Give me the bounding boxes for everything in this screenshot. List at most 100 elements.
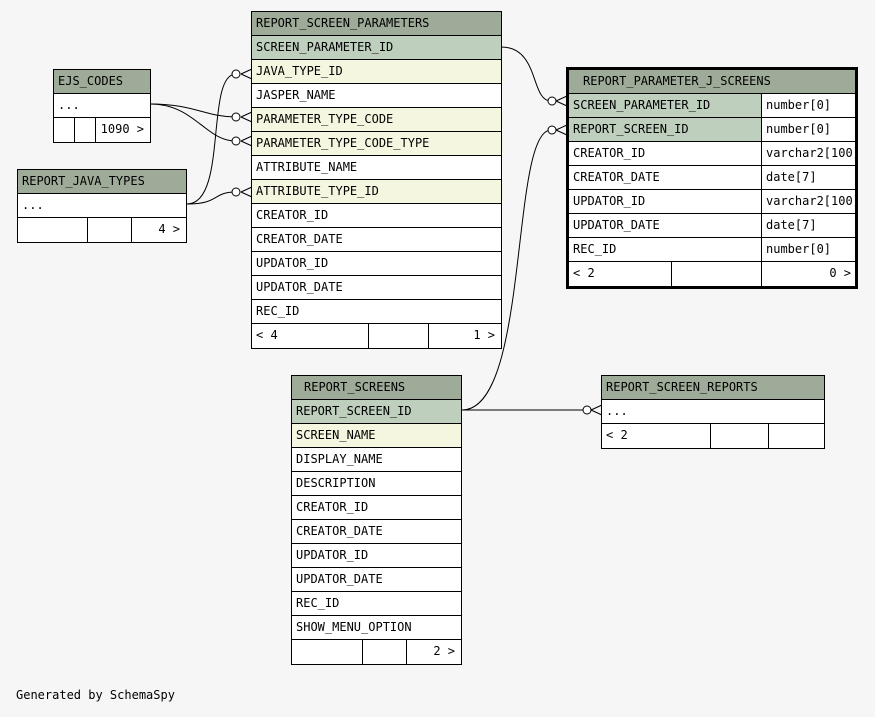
column-type: number[0] [761, 118, 855, 141]
column-name: UPDATOR_DATE [296, 572, 383, 586]
table-name: REPORT_JAVA_TYPES [22, 174, 145, 188]
column-name: SCREEN_PARAMETER_ID [569, 94, 761, 117]
column-row[interactable]: CREATOR_ID [252, 204, 501, 228]
children-count[interactable]: 2 > [406, 640, 461, 664]
footer-middle [74, 118, 95, 142]
column-row[interactable]: UPDATOR_DATE [292, 568, 461, 592]
column-row[interactable]: CREATOR_DATE [292, 520, 461, 544]
table-footer: 4 > [18, 218, 186, 242]
column-type: date[7] [761, 166, 855, 189]
column-row[interactable]: ATTRIBUTE_NAME [252, 156, 501, 180]
column-row[interactable]: ... [54, 94, 150, 118]
column-name: SCREEN_NAME [296, 428, 376, 442]
column-row[interactable]: PARAMETER_TYPE_CODE_TYPE [252, 132, 501, 156]
column-row[interactable]: UPDATOR_DATE [252, 276, 501, 300]
column-row[interactable]: CREATOR_ID [292, 496, 461, 520]
table-header[interactable]: REPORT_SCREENS [292, 376, 461, 400]
column-row[interactable]: REC_ID [252, 300, 501, 324]
table-report-java-types[interactable]: REPORT_JAVA_TYPES ... 4 > [17, 169, 187, 243]
column-type: number[0] [761, 94, 855, 117]
column-name: DISPLAY_NAME [296, 452, 383, 466]
table-report-screen-parameters[interactable]: REPORT_SCREEN_PARAMETERS SCREEN_PARAMETE… [251, 11, 502, 349]
table-header[interactable]: EJS_CODES [54, 70, 150, 94]
table-header[interactable]: REPORT_SCREEN_PARAMETERS [252, 12, 501, 36]
parents-count[interactable] [54, 118, 74, 142]
column-row[interactable]: ... [602, 400, 824, 424]
column-row[interactable]: SCREEN_PARAMETER_ID number[0] [569, 94, 855, 118]
table-name: EJS_CODES [58, 74, 124, 88]
column-name: JASPER_NAME [256, 88, 336, 102]
generated-by-label: Generated by SchemaSpy [16, 688, 175, 702]
table-name: REPORT_SCREEN_REPORTS [606, 380, 758, 394]
column-name: REPORT_SCREEN_ID [569, 118, 761, 141]
column-name: ... [606, 404, 628, 418]
column-name: CREATOR_DATE [573, 170, 660, 184]
children-count[interactable]: 4 > [131, 218, 186, 242]
table-name: REPORT_SCREENS [304, 380, 406, 394]
table-footer: 2 > [292, 640, 461, 664]
table-report-parameter-j-screens[interactable]: REPORT_PARAMETER_J_SCREENS SCREEN_PARAME… [566, 67, 858, 289]
column-row[interactable]: DISPLAY_NAME [292, 448, 461, 472]
column-row[interactable]: JAVA_TYPE_ID [252, 60, 501, 84]
children-count[interactable]: 1 > [428, 324, 501, 348]
column-row[interactable]: DESCRIPTION [292, 472, 461, 496]
column-row[interactable]: ... [18, 194, 186, 218]
table-header[interactable]: REPORT_PARAMETER_J_SCREENS [569, 70, 855, 94]
column-name: REPORT_SCREEN_ID [296, 404, 412, 418]
table-footer: < 2 0 > [569, 262, 855, 286]
children-count[interactable]: 0 > [761, 262, 855, 286]
footer-middle [368, 324, 428, 348]
parents-count[interactable] [292, 640, 362, 664]
column-name: PARAMETER_TYPE_CODE [256, 112, 394, 126]
column-row[interactable]: CREATOR_ID varchar2[100] [569, 142, 855, 166]
column-row[interactable]: REPORT_SCREEN_ID number[0] [569, 118, 855, 142]
column-name: UPDATOR_ID [296, 548, 369, 562]
column-name: REC_ID [573, 242, 617, 256]
children-count[interactable] [768, 424, 824, 448]
footer-middle [671, 262, 761, 286]
column-row[interactable]: SHOW_MENU_OPTION [292, 616, 461, 640]
column-name: CREATOR_ID [256, 208, 329, 222]
table-report-screen-reports[interactable]: REPORT_SCREEN_REPORTS ... < 2 [601, 375, 825, 449]
table-name: REPORT_SCREEN_PARAMETERS [256, 16, 430, 30]
column-row[interactable]: REC_ID number[0] [569, 238, 855, 262]
column-name: REC_ID [256, 304, 300, 318]
column-row[interactable]: SCREEN_NAME [292, 424, 461, 448]
children-count[interactable]: 1090 > [95, 118, 150, 142]
column-type: number[0] [761, 238, 855, 261]
column-row[interactable]: PARAMETER_TYPE_CODE [252, 108, 501, 132]
parents-count[interactable]: < 4 [256, 328, 278, 342]
parents-count[interactable]: < 2 [606, 428, 628, 442]
parents-count[interactable]: < 2 [573, 266, 595, 280]
column-type: date[7] [761, 214, 855, 237]
parents-count[interactable] [18, 218, 87, 242]
table-report-screens[interactable]: REPORT_SCREENS REPORT_SCREEN_ID SCREEN_N… [291, 375, 462, 665]
column-name: UPDATOR_ID [256, 256, 329, 270]
column-row[interactable]: REPORT_SCREEN_ID [292, 400, 461, 424]
column-name: REC_ID [296, 596, 340, 610]
column-name: UPDATOR_DATE [256, 280, 343, 294]
column-name: UPDATOR_ID [573, 194, 646, 208]
column-row[interactable]: UPDATOR_ID [292, 544, 461, 568]
column-row[interactable]: SCREEN_PARAMETER_ID [252, 36, 501, 60]
table-ejs-codes[interactable]: EJS_CODES ... 1090 > [53, 69, 151, 143]
column-row[interactable]: UPDATOR_ID [252, 252, 501, 276]
column-name: CREATOR_ID [296, 500, 369, 514]
column-row[interactable]: REC_ID [292, 592, 461, 616]
column-type: varchar2[100] [761, 190, 855, 213]
column-row[interactable]: JASPER_NAME [252, 84, 501, 108]
column-name: CREATOR_ID [573, 146, 646, 160]
column-row[interactable]: CREATOR_DATE date[7] [569, 166, 855, 190]
column-row[interactable]: ATTRIBUTE_TYPE_ID [252, 180, 501, 204]
column-row[interactable]: UPDATOR_ID varchar2[100] [569, 190, 855, 214]
column-row[interactable]: UPDATOR_DATE date[7] [569, 214, 855, 238]
table-header[interactable]: REPORT_JAVA_TYPES [18, 170, 186, 194]
footer-middle [710, 424, 768, 448]
table-header[interactable]: REPORT_SCREEN_REPORTS [602, 376, 824, 400]
column-name: SHOW_MENU_OPTION [296, 620, 412, 634]
footer-middle [362, 640, 406, 664]
column-row[interactable]: CREATOR_DATE [252, 228, 501, 252]
column-name: ATTRIBUTE_NAME [256, 160, 358, 174]
column-name: UPDATOR_DATE [573, 218, 660, 232]
table-footer: < 4 1 > [252, 324, 501, 348]
